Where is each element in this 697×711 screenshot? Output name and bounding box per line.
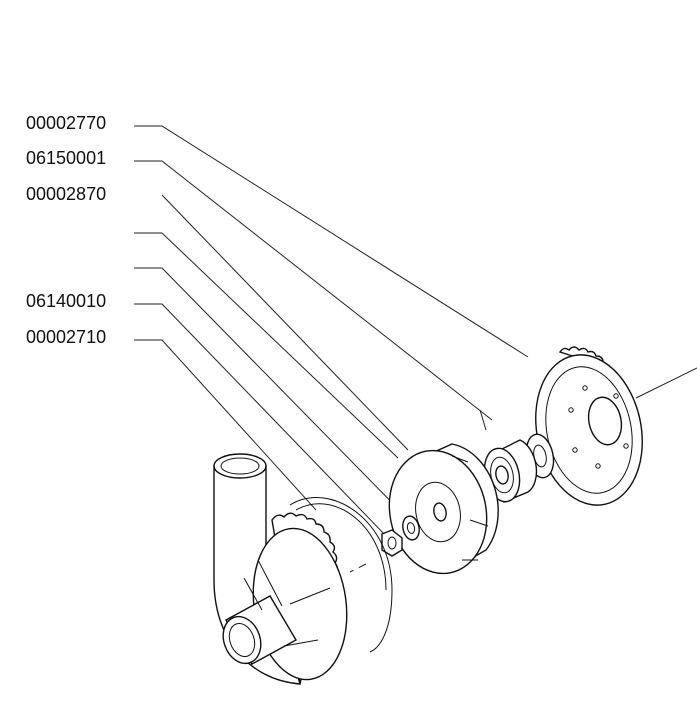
- leader-lines: [134, 125, 529, 539]
- impeller-part: [388, 443, 499, 575]
- part-number-06140010: 06140010: [26, 291, 106, 311]
- shaft-axis-left: [349, 563, 367, 573]
- washer-part: [402, 515, 420, 541]
- shaft-axis-right: [635, 367, 697, 399]
- leader-line-06140010: [134, 303, 389, 539]
- leader-line-00002870: [161, 194, 409, 451]
- part-number-00002770: 00002770: [26, 113, 106, 133]
- leader-line-blank-2: [134, 267, 412, 523]
- pump-housing-part: [213, 453, 348, 685]
- part-number-00002710: 00002710: [26, 327, 106, 347]
- leader-line-blank-1: [134, 232, 399, 459]
- back-flange-part: [535, 346, 643, 506]
- leader-line-00002710: [134, 339, 317, 511]
- part-number-06150001: 06150001: [26, 148, 106, 168]
- bearing-part: [483, 439, 538, 503]
- nut-part: [381, 529, 403, 557]
- o-ring-gasket-part: [289, 497, 393, 653]
- leader-line-00002770: [134, 125, 529, 358]
- part-number-00002870: 00002870: [26, 184, 106, 204]
- leader-line-bearing-tick: [479, 409, 487, 431]
- leader-line-06150001: [134, 160, 493, 421]
